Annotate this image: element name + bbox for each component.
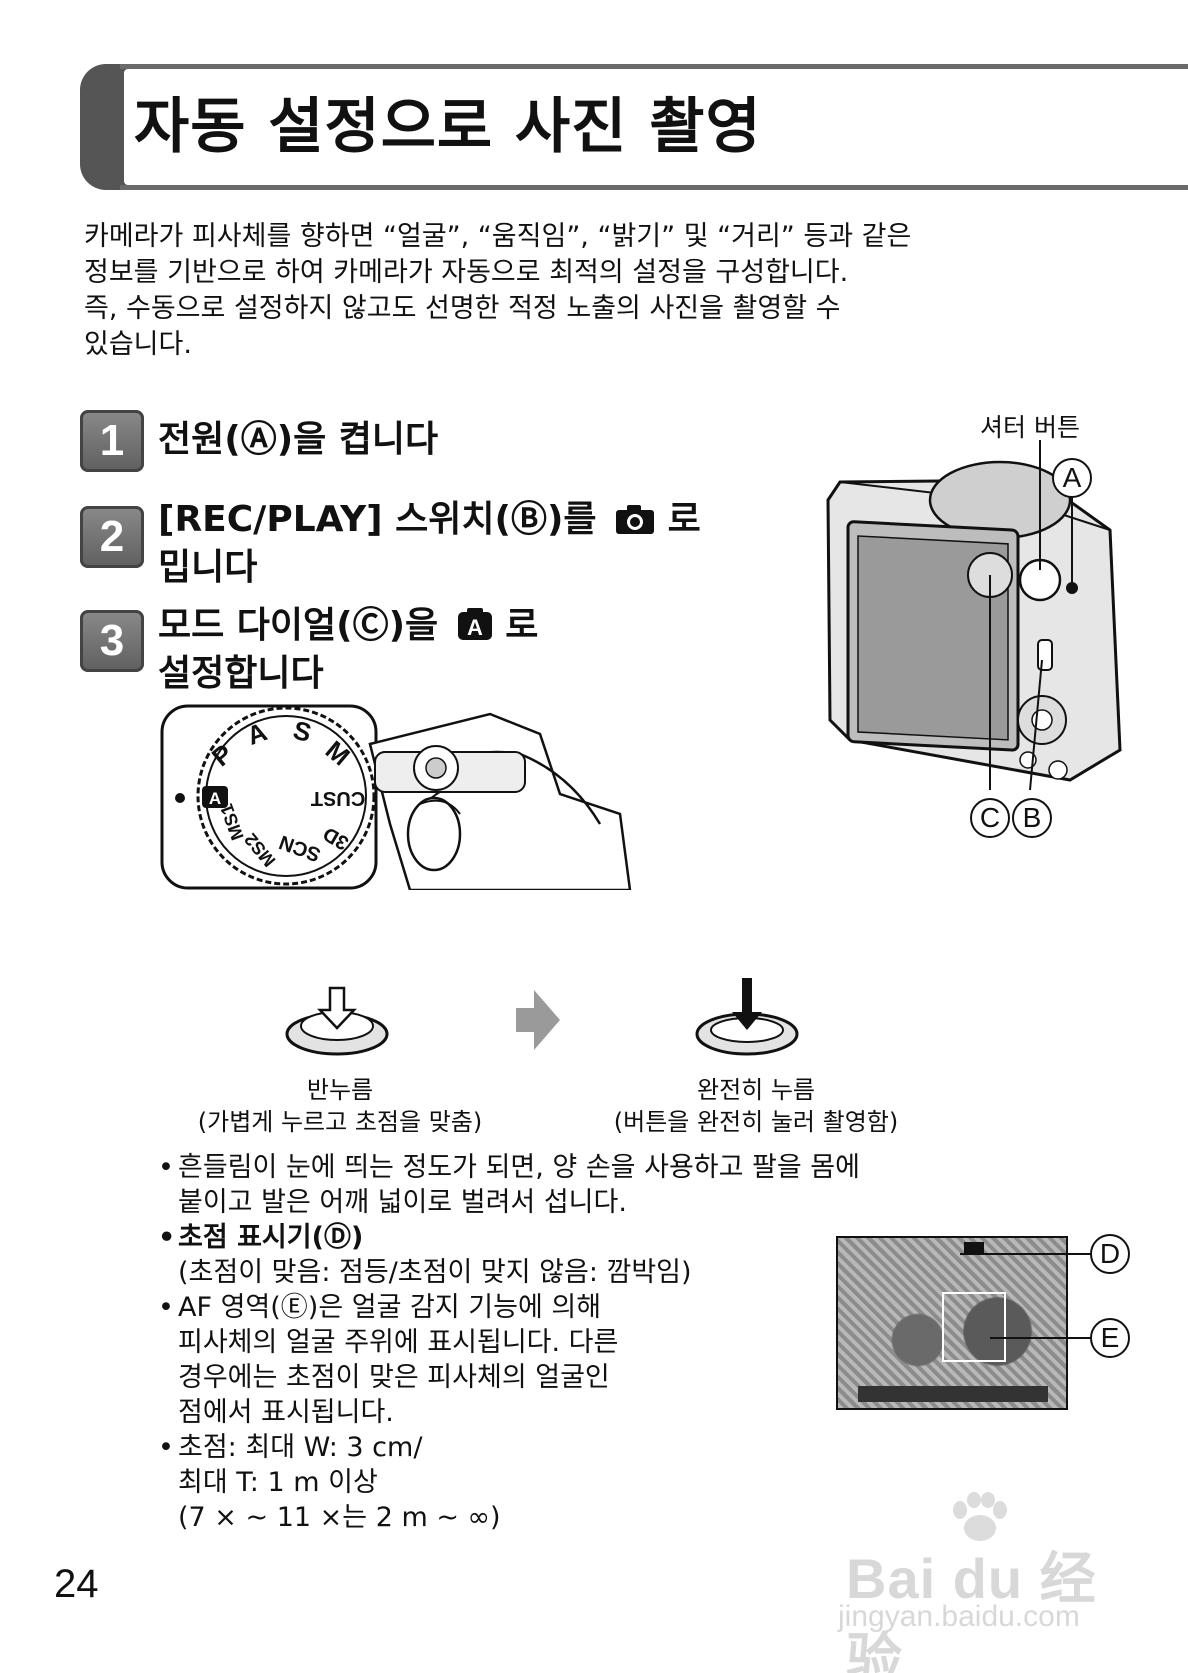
note-text: 초점: 최대 W: 3 cm/ xyxy=(178,1432,423,1463)
half-press-desc: (가볍게 누르고 초점을 맞춤) xyxy=(197,1108,483,1136)
note-text: AF 영역(Ⓔ)은 얼굴 감지 기능에 의해 xyxy=(178,1292,602,1323)
step-1-line: 전원(Ⓐ)을 켭니다 xyxy=(158,419,439,460)
watermark-url: jingyan.baidu.com xyxy=(838,1600,1080,1633)
title-rule-bottom xyxy=(120,185,1188,190)
step-2-text: [REC/PLAY] 스위치(Ⓑ)를 로 밉니다 xyxy=(158,498,701,590)
note-line: •초점 표시기(Ⓓ) xyxy=(158,1220,860,1255)
full-press-illustration xyxy=(692,976,802,1058)
note-line: 피사체의 얼굴 주위에 표시됩니다. 다른 xyxy=(158,1325,860,1360)
note-text: 붙이고 발은 어깨 넓이로 벌려서 섭니다. xyxy=(178,1187,627,1218)
bullet: • xyxy=(158,1222,176,1253)
step-number-3: 3 xyxy=(80,610,144,672)
step-number-2: 2 xyxy=(80,506,144,568)
title-inner xyxy=(124,69,1188,185)
note-line: •초점: 최대 W: 3 cm/ xyxy=(158,1430,860,1465)
note-line: (7 × ~ 11 ×는 2 m ~ ∞) xyxy=(158,1500,860,1535)
full-press-caption: 완전히 누름 (버튼을 완전히 눌러 촬영함) xyxy=(566,1074,946,1138)
callout-e: E xyxy=(1090,1318,1130,1358)
half-press-illustration xyxy=(282,986,392,1058)
af-area-frame xyxy=(942,1292,1006,1362)
note-text: 점에서 표시됩니다. xyxy=(178,1397,394,1428)
title-tab xyxy=(80,64,128,190)
note-line: 붙이고 발은 어깨 넓이로 벌려서 섭니다. xyxy=(158,1185,860,1220)
screen-photo xyxy=(836,1236,1068,1410)
note-text: 초점 표시기(Ⓓ) xyxy=(178,1222,364,1253)
photo-bottom-bar xyxy=(858,1386,1048,1402)
callout-e-line xyxy=(990,1337,1092,1339)
note-line: 경우에는 초점이 맞은 피사체의 얼굴인 xyxy=(158,1360,860,1395)
note-line: (초점이 맞음: 점등/초점이 맞지 않음: 깜박임) xyxy=(158,1255,860,1290)
dial-label-cust: CUST xyxy=(311,787,365,809)
bullet: • xyxy=(158,1432,174,1463)
step-3-text: 모드 다이얼(Ⓒ)을 A 로 설정합니다 xyxy=(158,604,538,696)
callout-a: A xyxy=(1052,458,1092,498)
step-3-suffix: 로 xyxy=(505,605,539,646)
step-3-line: 설정합니다 xyxy=(158,653,324,694)
bullet: • xyxy=(158,1292,174,1323)
note-line: •흔들림이 눈에 띄는 정도가 되면, 양 손을 사용하고 팔을 몸에 xyxy=(158,1150,860,1185)
note-text: 흔들림이 눈에 띄는 정도가 되면, 양 손을 사용하고 팔을 몸에 xyxy=(178,1152,860,1183)
intro-paragraph: 카메라가 피사체를 향하면 “얼굴”, “움직임”, “밝기” 및 “거리” 등… xyxy=(84,219,1124,363)
note-line: 점에서 표시됩니다. xyxy=(158,1395,860,1430)
camera-icon xyxy=(615,502,655,546)
note-text: 최대 T: 1 m 이상 xyxy=(178,1467,378,1498)
note-text: (초점이 맞음: 점등/초점이 맞지 않음: 깜박임) xyxy=(178,1257,692,1288)
intro-line: 있습니다. xyxy=(84,329,192,360)
note-text: (7 × ~ 11 ×는 2 m ~ ∞) xyxy=(178,1502,501,1533)
title-rule-top xyxy=(120,64,1188,69)
intelligent-auto-icon: A xyxy=(457,607,493,652)
note-line: 최대 T: 1 m 이상 xyxy=(158,1465,860,1500)
focus-indicator xyxy=(964,1242,984,1254)
title-banner: 자동 설정으로 사진 촬영 xyxy=(80,64,1188,190)
note-line: •AF 영역(Ⓔ)은 얼굴 감지 기능에 의해 xyxy=(158,1290,860,1325)
note-text: 경우에는 초점이 맞은 피사체의 얼굴인 xyxy=(178,1362,610,1393)
page-number: 24 xyxy=(54,1562,99,1606)
step-number-1: 1 xyxy=(80,410,144,472)
camera-illustration xyxy=(820,420,1140,860)
callout-d-line xyxy=(960,1253,1092,1255)
callout-b: B xyxy=(1012,798,1052,838)
shutter-button-label: 셔터 버튼 xyxy=(980,413,1080,442)
intro-line: 즉, 수동으로 설정하지 않고도 선명한 적정 노출의 사진을 촬영할 수 xyxy=(84,293,841,324)
page-title: 자동 설정으로 사진 촬영 xyxy=(134,92,762,162)
full-press-title: 완전히 누름 xyxy=(696,1076,816,1104)
step-1-text: 전원(Ⓐ)을 켭니다 xyxy=(158,418,438,462)
next-arrow-icon xyxy=(516,990,560,1050)
callout-c: C xyxy=(970,798,1010,838)
intro-line: 카메라가 피사체를 향하면 “얼굴”, “움직임”, “밝기” 및 “거리” 등… xyxy=(84,221,912,252)
step-2-line: [REC/PLAY] 스위치(Ⓑ)를 xyxy=(158,499,597,540)
step-2-suffix: 로 xyxy=(667,499,701,540)
dial-auto-icon: A xyxy=(209,789,221,808)
step-2-line: 밉니다 xyxy=(158,547,258,588)
svg-text:A: A xyxy=(467,615,483,640)
step-3-line: 모드 다이얼(Ⓒ)을 xyxy=(158,605,439,646)
full-press-desc: (버튼을 완전히 눌러 촬영함) xyxy=(613,1108,899,1136)
intro-line: 정보를 기반으로 하여 카메라가 자동으로 최적의 설정을 구성합니다. xyxy=(84,257,849,288)
bullet: • xyxy=(158,1152,174,1183)
watermark-brand: Bai du 经验 xyxy=(846,1547,1097,1673)
half-press-caption: 반누름 (가볍게 누르고 초점을 맞춤) xyxy=(160,1074,520,1138)
paw-icon xyxy=(948,1492,1008,1546)
half-press-title: 반누름 xyxy=(306,1076,374,1104)
watermark: Bai du 经验 jingyan.baidu.com xyxy=(838,1492,1134,1673)
note-text: 피사체의 얼굴 주위에 표시됩니다. 다른 xyxy=(178,1327,619,1358)
callout-d: D xyxy=(1090,1234,1130,1274)
mode-dial-illustration: P A S M CUST SCN MS1 MS2 3D A xyxy=(160,704,640,892)
